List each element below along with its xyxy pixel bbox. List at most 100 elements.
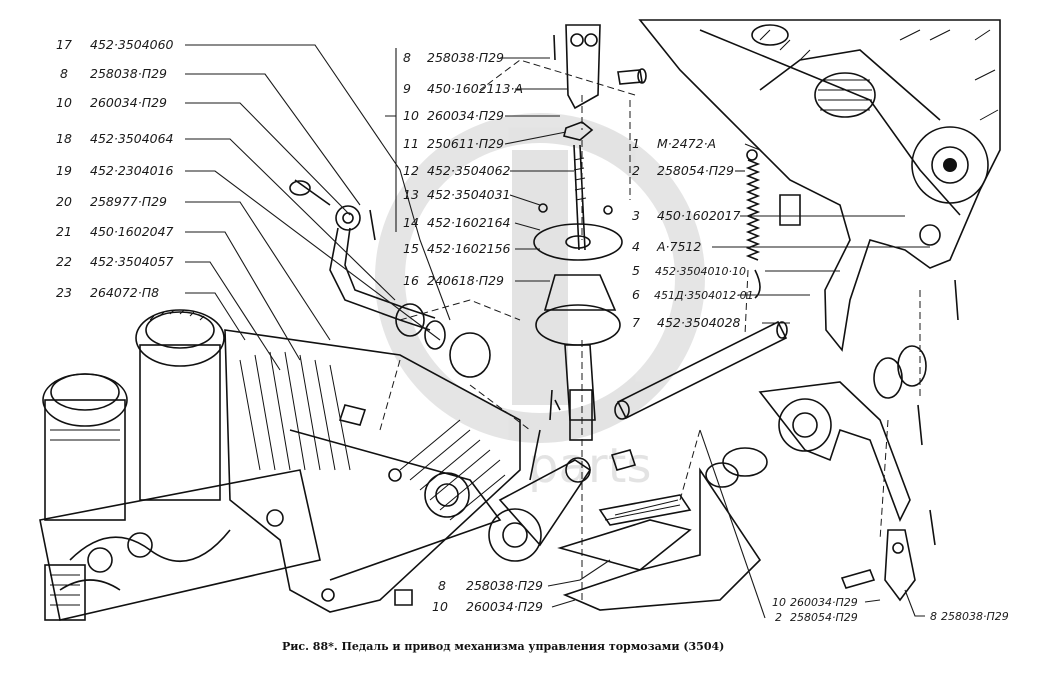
svg-text:451Д·3504012·01: 451Д·3504012·01 (654, 289, 754, 302)
svg-text:2: 2 (775, 611, 782, 624)
callout-left-22: 22 452·3504057 (56, 254, 281, 371)
pedal-lever (705, 345, 927, 522)
svg-text:452·3504057: 452·3504057 (90, 254, 174, 269)
svg-text:1: 1 (632, 136, 640, 151)
pedal-pad (557, 467, 762, 611)
callout-center-10: 10 260034·П29 (403, 108, 560, 123)
reservoir-front (135, 309, 225, 501)
svg-text:450·1602047: 450·1602047 (90, 224, 174, 239)
callout-right-2: 2 258054·П29 (632, 163, 745, 178)
spring-housing (814, 72, 876, 118)
svg-text:21: 21 (56, 224, 72, 239)
master-cylinder-assembly (39, 309, 321, 621)
svg-text:452·1602164: 452·1602164 (427, 215, 511, 230)
svg-text:А·7512: А·7512 (656, 239, 701, 254)
callout-left-23: 23 264072·П8 (56, 285, 246, 341)
return-spring (745, 149, 761, 299)
callout-left-20: 20 258977·П29 (56, 194, 331, 341)
svg-text:452·3504010·10: 452·3504010·10 (655, 265, 746, 278)
figure-caption: Рис. 88*. Педаль и привод механизма упра… (282, 640, 724, 653)
svg-text:258038·П29: 258038·П29 (90, 66, 167, 81)
svg-text:452·3504064: 452·3504064 (90, 131, 174, 146)
svg-text:10: 10 (403, 108, 419, 123)
svg-text:8: 8 (403, 50, 411, 65)
callout-center-9: 9 450·1602113·А (403, 81, 568, 96)
svg-text:452·3504028: 452·3504028 (657, 315, 741, 330)
svg-text:258038·П29: 258038·П29 (466, 578, 543, 593)
assembly-guide-lines (379, 59, 921, 600)
callout-right-6: 6 451Д·3504012·01 (632, 287, 810, 302)
callout-right-5: 5 452·3504010·10 (632, 263, 840, 278)
svg-text:18: 18 (56, 131, 72, 146)
svg-text:23: 23 (56, 285, 72, 300)
callout-center-16: 16 240618·П29 (403, 273, 550, 288)
svg-text:3: 3 (632, 208, 640, 223)
callout-center-12: 12 452·3504062 (403, 163, 574, 178)
svg-text:13: 13 (403, 187, 419, 202)
svg-text:450·1602017: 450·1602017 (657, 208, 741, 223)
svg-text:14: 14 (403, 215, 419, 230)
callout-center-13: 13 452·3504031 (403, 187, 541, 206)
svg-text:16: 16 (403, 273, 419, 288)
svg-text:258038·П29: 258038·П29 (941, 610, 1009, 623)
svg-text:260034·П29: 260034·П29 (466, 599, 543, 614)
callout-right-1: 1 М·2472·А (632, 136, 761, 151)
svg-text:15: 15 (403, 241, 419, 256)
callout-bottom-right-10: 10 260034·П29 (772, 596, 881, 609)
svg-text:М·2472·А: М·2472·А (657, 136, 716, 151)
pivot-hub (911, 126, 989, 204)
svg-text:240618·П29: 240618·П29 (427, 273, 504, 288)
svg-text:258054·П29: 258054·П29 (790, 611, 858, 624)
callout-bottom-8: 8 258038·П29 (438, 559, 611, 593)
callouts-right: 1 М·2472·А 2 258054·П29 3 450·1602017 4 … (632, 136, 930, 330)
callout-left-19: 19 452·2304016 (56, 163, 441, 341)
callouts-bottom: 8 258038·П29 10 260034·П29 (432, 559, 611, 614)
svg-text:8: 8 (930, 610, 937, 623)
watermark-logo: parts (375, 113, 705, 494)
svg-text:11: 11 (403, 136, 419, 151)
callout-bottom-right-8: 8 258038·П29 (904, 589, 1009, 623)
svg-text:258977·П29: 258977·П29 (90, 194, 167, 209)
callouts-left: 17 452·3504060 8 258038·П29 10 260034·П2… (56, 37, 451, 371)
svg-text:10: 10 (56, 95, 72, 110)
svg-text:260034·П29: 260034·П29 (90, 95, 167, 110)
reservoir-rear (42, 373, 128, 521)
callout-left-10: 10 260034·П29 (56, 95, 351, 216)
svg-text:10: 10 (432, 599, 448, 614)
svg-text:12: 12 (403, 163, 419, 178)
svg-text:250611·П29: 250611·П29 (427, 136, 504, 151)
callouts-bottom-right: 10 260034·П29 2 258054·П29 8 258038·П29 (699, 429, 1009, 624)
svg-text:450·1602113·А: 450·1602113·А (427, 81, 523, 96)
svg-text:5: 5 (632, 263, 640, 278)
svg-text:7: 7 (632, 315, 640, 330)
clevis-lower-right (840, 279, 959, 602)
svg-text:260034·П29: 260034·П29 (790, 596, 858, 609)
svg-text:452·2304016: 452·2304016 (90, 163, 174, 178)
shaft-452-3504028 (614, 320, 788, 420)
svg-text:9: 9 (403, 81, 411, 96)
svg-text:2: 2 (632, 163, 640, 178)
callout-bottom-10: 10 260034·П29 (432, 599, 576, 614)
svg-text:22: 22 (56, 254, 72, 269)
svg-text:452·1602156: 452·1602156 (427, 241, 511, 256)
svg-text:258054·П29: 258054·П29 (657, 163, 734, 178)
link-arm (488, 429, 637, 562)
callout-left-21: 21 450·1602047 (56, 224, 301, 361)
callout-right-3: 3 450·1602017 (632, 208, 905, 223)
callout-center-8: 8 258038·П29 (403, 50, 550, 65)
clevis-fork-top (553, 24, 647, 141)
svg-text:452·3504060: 452·3504060 (90, 37, 174, 52)
callouts-center: 8 258038·П29 9 450·1602113·А 10 260034·П… (385, 48, 574, 288)
svg-text:260034·П29: 260034·П29 (427, 108, 504, 123)
mounting-bracket (224, 329, 521, 613)
callout-bottom-right-2: 2 258054·П29 (699, 429, 858, 624)
svg-text:264072·П8: 264072·П8 (90, 285, 159, 300)
svg-text:20: 20 (56, 194, 72, 209)
svg-text:8: 8 (60, 66, 68, 81)
svg-text:10: 10 (772, 596, 786, 609)
svg-text:6: 6 (632, 287, 640, 302)
svg-text:4: 4 (632, 239, 640, 254)
svg-text:17: 17 (56, 37, 72, 52)
callout-center-14: 14 452·1602164 (403, 215, 541, 231)
